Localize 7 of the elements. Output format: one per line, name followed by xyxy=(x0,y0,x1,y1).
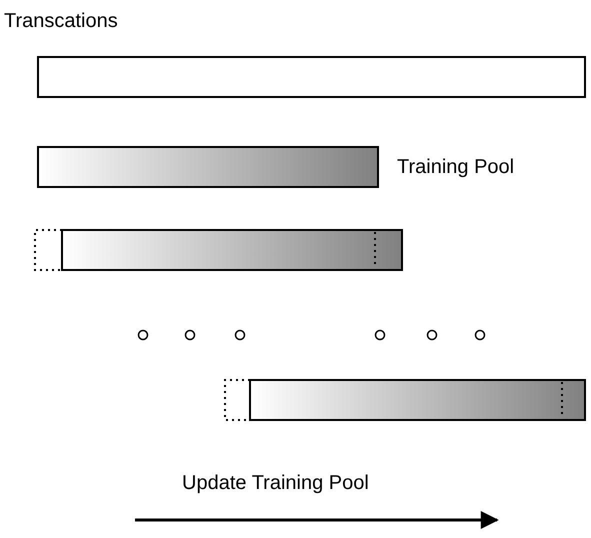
bar xyxy=(37,56,586,98)
bar xyxy=(61,229,403,271)
bar xyxy=(249,379,586,421)
bar xyxy=(37,146,379,188)
heading: Transcations xyxy=(4,10,118,33)
arrow-caption: Update Training Pool xyxy=(182,472,369,495)
bar-caption: Training Pool xyxy=(397,156,514,179)
